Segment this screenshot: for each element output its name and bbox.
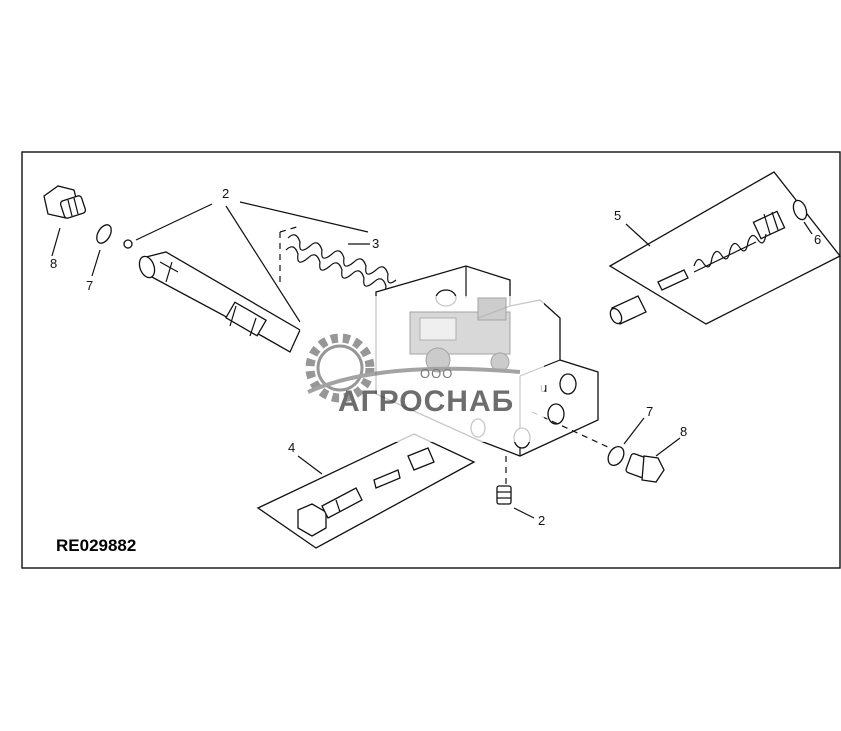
callout-kit-5: 5	[614, 208, 621, 223]
axis-right	[531, 411, 611, 449]
callout-oring-right: 7	[646, 404, 653, 419]
plug-left	[43, 185, 87, 257]
set-screw	[496, 485, 535, 519]
kit-5-box	[608, 171, 841, 325]
callout-spring-top: 3	[372, 236, 379, 251]
spring-top	[279, 225, 397, 296]
callout-set-screw: 2	[538, 513, 545, 528]
callout-group-top: 2	[222, 186, 229, 201]
spool	[138, 251, 301, 353]
watermark-company-form: ООО	[420, 366, 453, 381]
callout-kit-4: 4	[288, 440, 295, 455]
oring-left	[91, 224, 112, 277]
harvester-icon	[409, 297, 511, 373]
callout-plug-right: 8	[680, 424, 687, 439]
small-ball	[123, 239, 133, 249]
group-leaders	[135, 201, 369, 323]
reference-code: RE029882	[56, 536, 136, 555]
watermark-logo: ООО АГРОСНАБ	[300, 296, 544, 442]
plug-right	[625, 437, 681, 483]
kit-4-box	[256, 433, 476, 549]
callout-oring-left: 7	[86, 278, 93, 293]
watermark-swoosh	[307, 366, 521, 394]
callout-plug-left: 8	[50, 256, 57, 271]
callout-oring-kit5: 6	[814, 232, 821, 247]
oring-right	[607, 417, 645, 466]
watermark-company-name: АГРОСНАБ	[338, 385, 514, 418]
